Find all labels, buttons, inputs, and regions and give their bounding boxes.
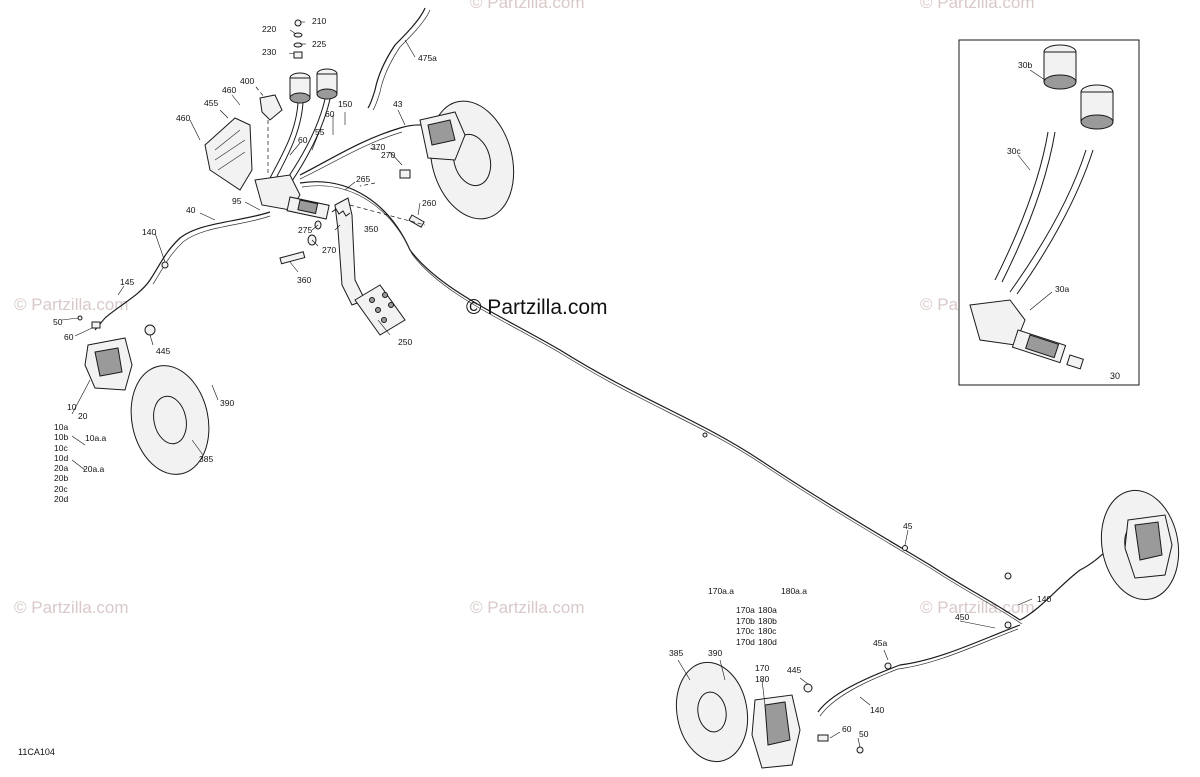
callout-445: 445	[156, 346, 170, 356]
callout-455: 455	[204, 98, 218, 108]
callout-260: 260	[422, 198, 436, 208]
callout-50: 50	[53, 317, 63, 327]
callout-30c: 30c	[1007, 146, 1021, 156]
callout-265: 265	[356, 174, 370, 184]
callout-43: 43	[393, 99, 403, 109]
callout-180a-a: 180a.a	[781, 586, 807, 596]
callout-20: 20	[78, 411, 88, 421]
callout-170d: 170d	[736, 637, 755, 647]
callout-230: 230	[262, 47, 276, 57]
callout-180: 180	[755, 674, 769, 684]
callout-180a: 180a	[758, 605, 777, 615]
watermark-text: © Partzilla.com	[14, 598, 129, 617]
rear-right-brake	[1004, 489, 1180, 601]
callout-225: 225	[312, 39, 326, 49]
callout-475a: 475a	[418, 53, 437, 63]
callout-10: 10	[67, 402, 77, 412]
front-left-brake	[77, 315, 210, 475]
callout-170: 170	[755, 663, 769, 673]
inset-label: 30	[1110, 371, 1120, 381]
callout-220: 220	[262, 24, 276, 34]
master-cylinder-inset	[958, 39, 1140, 386]
callout-385: 385	[199, 454, 213, 464]
callout-170a-a: 170a.a	[708, 586, 734, 596]
callout-270: 270	[381, 150, 395, 160]
callout-20a-a: 20a.a	[83, 464, 105, 474]
callout-60: 60	[325, 109, 335, 119]
front-right-brake	[399, 100, 515, 220]
callout-60: 60	[64, 332, 74, 342]
callout-450: 450	[955, 612, 969, 622]
watermark-text: © Partzilla.com	[14, 295, 129, 314]
callout-10a: 10a	[54, 422, 68, 432]
callout-180c: 180c	[758, 626, 777, 636]
callout-20d: 20d	[54, 494, 68, 504]
callout-275: 275	[298, 225, 312, 235]
callout-45a: 45a	[873, 638, 887, 648]
watermark-text: © Partzilla.com	[470, 0, 585, 12]
watermark-text: © Partzilla.com	[920, 0, 1035, 12]
callout-180b: 180b	[758, 616, 777, 626]
callout-55: 55	[315, 127, 325, 137]
callout-60: 60	[842, 724, 852, 734]
callout-95: 95	[232, 196, 242, 206]
rear-left-brake	[675, 661, 864, 769]
brand-watermark: © Partzilla.com	[466, 296, 608, 319]
master-cylinder-assembly	[204, 19, 338, 220]
brake-lines	[104, 124, 1121, 717]
callout-460: 460	[176, 113, 190, 123]
callout-20c: 20c	[54, 484, 68, 494]
callout-445: 445	[787, 665, 801, 675]
reservoir-hose	[367, 7, 426, 109]
callout-40: 40	[186, 205, 196, 215]
callout-390: 390	[708, 648, 722, 658]
callout-180d: 180d	[758, 637, 777, 647]
callout-60: 60	[298, 135, 308, 145]
callout-390: 390	[220, 398, 234, 408]
watermark-text: © Partzilla.com	[920, 598, 1035, 617]
callout-30b: 30b	[1018, 60, 1032, 70]
callout-10b: 10b	[54, 432, 68, 442]
callout-30a: 30a	[1055, 284, 1069, 294]
callout-45: 45	[903, 521, 913, 531]
callout-10d: 10d	[54, 453, 68, 463]
callout-20b: 20b	[54, 473, 68, 483]
callout-270: 270	[322, 245, 336, 255]
callout-400: 400	[240, 76, 254, 86]
callout-140: 140	[1037, 594, 1051, 604]
callout-360: 360	[297, 275, 311, 285]
callout-20a: 20a	[54, 463, 68, 473]
callout-170a: 170a	[736, 605, 755, 615]
callout-210: 210	[312, 16, 326, 26]
callout-250: 250	[398, 337, 412, 347]
callout-145: 145	[120, 277, 134, 287]
callout-labels: 210 220 225 230 475a 400 460 455 460 150…	[53, 16, 1069, 739]
callout-140: 140	[142, 227, 156, 237]
callout-150: 150	[338, 99, 352, 109]
callout-170b: 170b	[736, 616, 755, 626]
callout-140: 140	[870, 705, 884, 715]
callout-10c: 10c	[54, 443, 68, 453]
brake-pedal	[279, 197, 425, 336]
callout-170c: 170c	[736, 626, 755, 636]
callout-370: 370	[371, 142, 385, 152]
watermark-text: © Partzilla.com	[470, 598, 585, 617]
callout-50: 50	[859, 729, 869, 739]
callout-385: 385	[669, 648, 683, 658]
callout-350: 350	[364, 224, 378, 234]
callout-10a-a: 10a.a	[85, 433, 107, 443]
callout-460: 460	[222, 85, 236, 95]
diagram-code: 11CA104	[18, 747, 55, 757]
leader-lines	[61, 21, 1053, 748]
